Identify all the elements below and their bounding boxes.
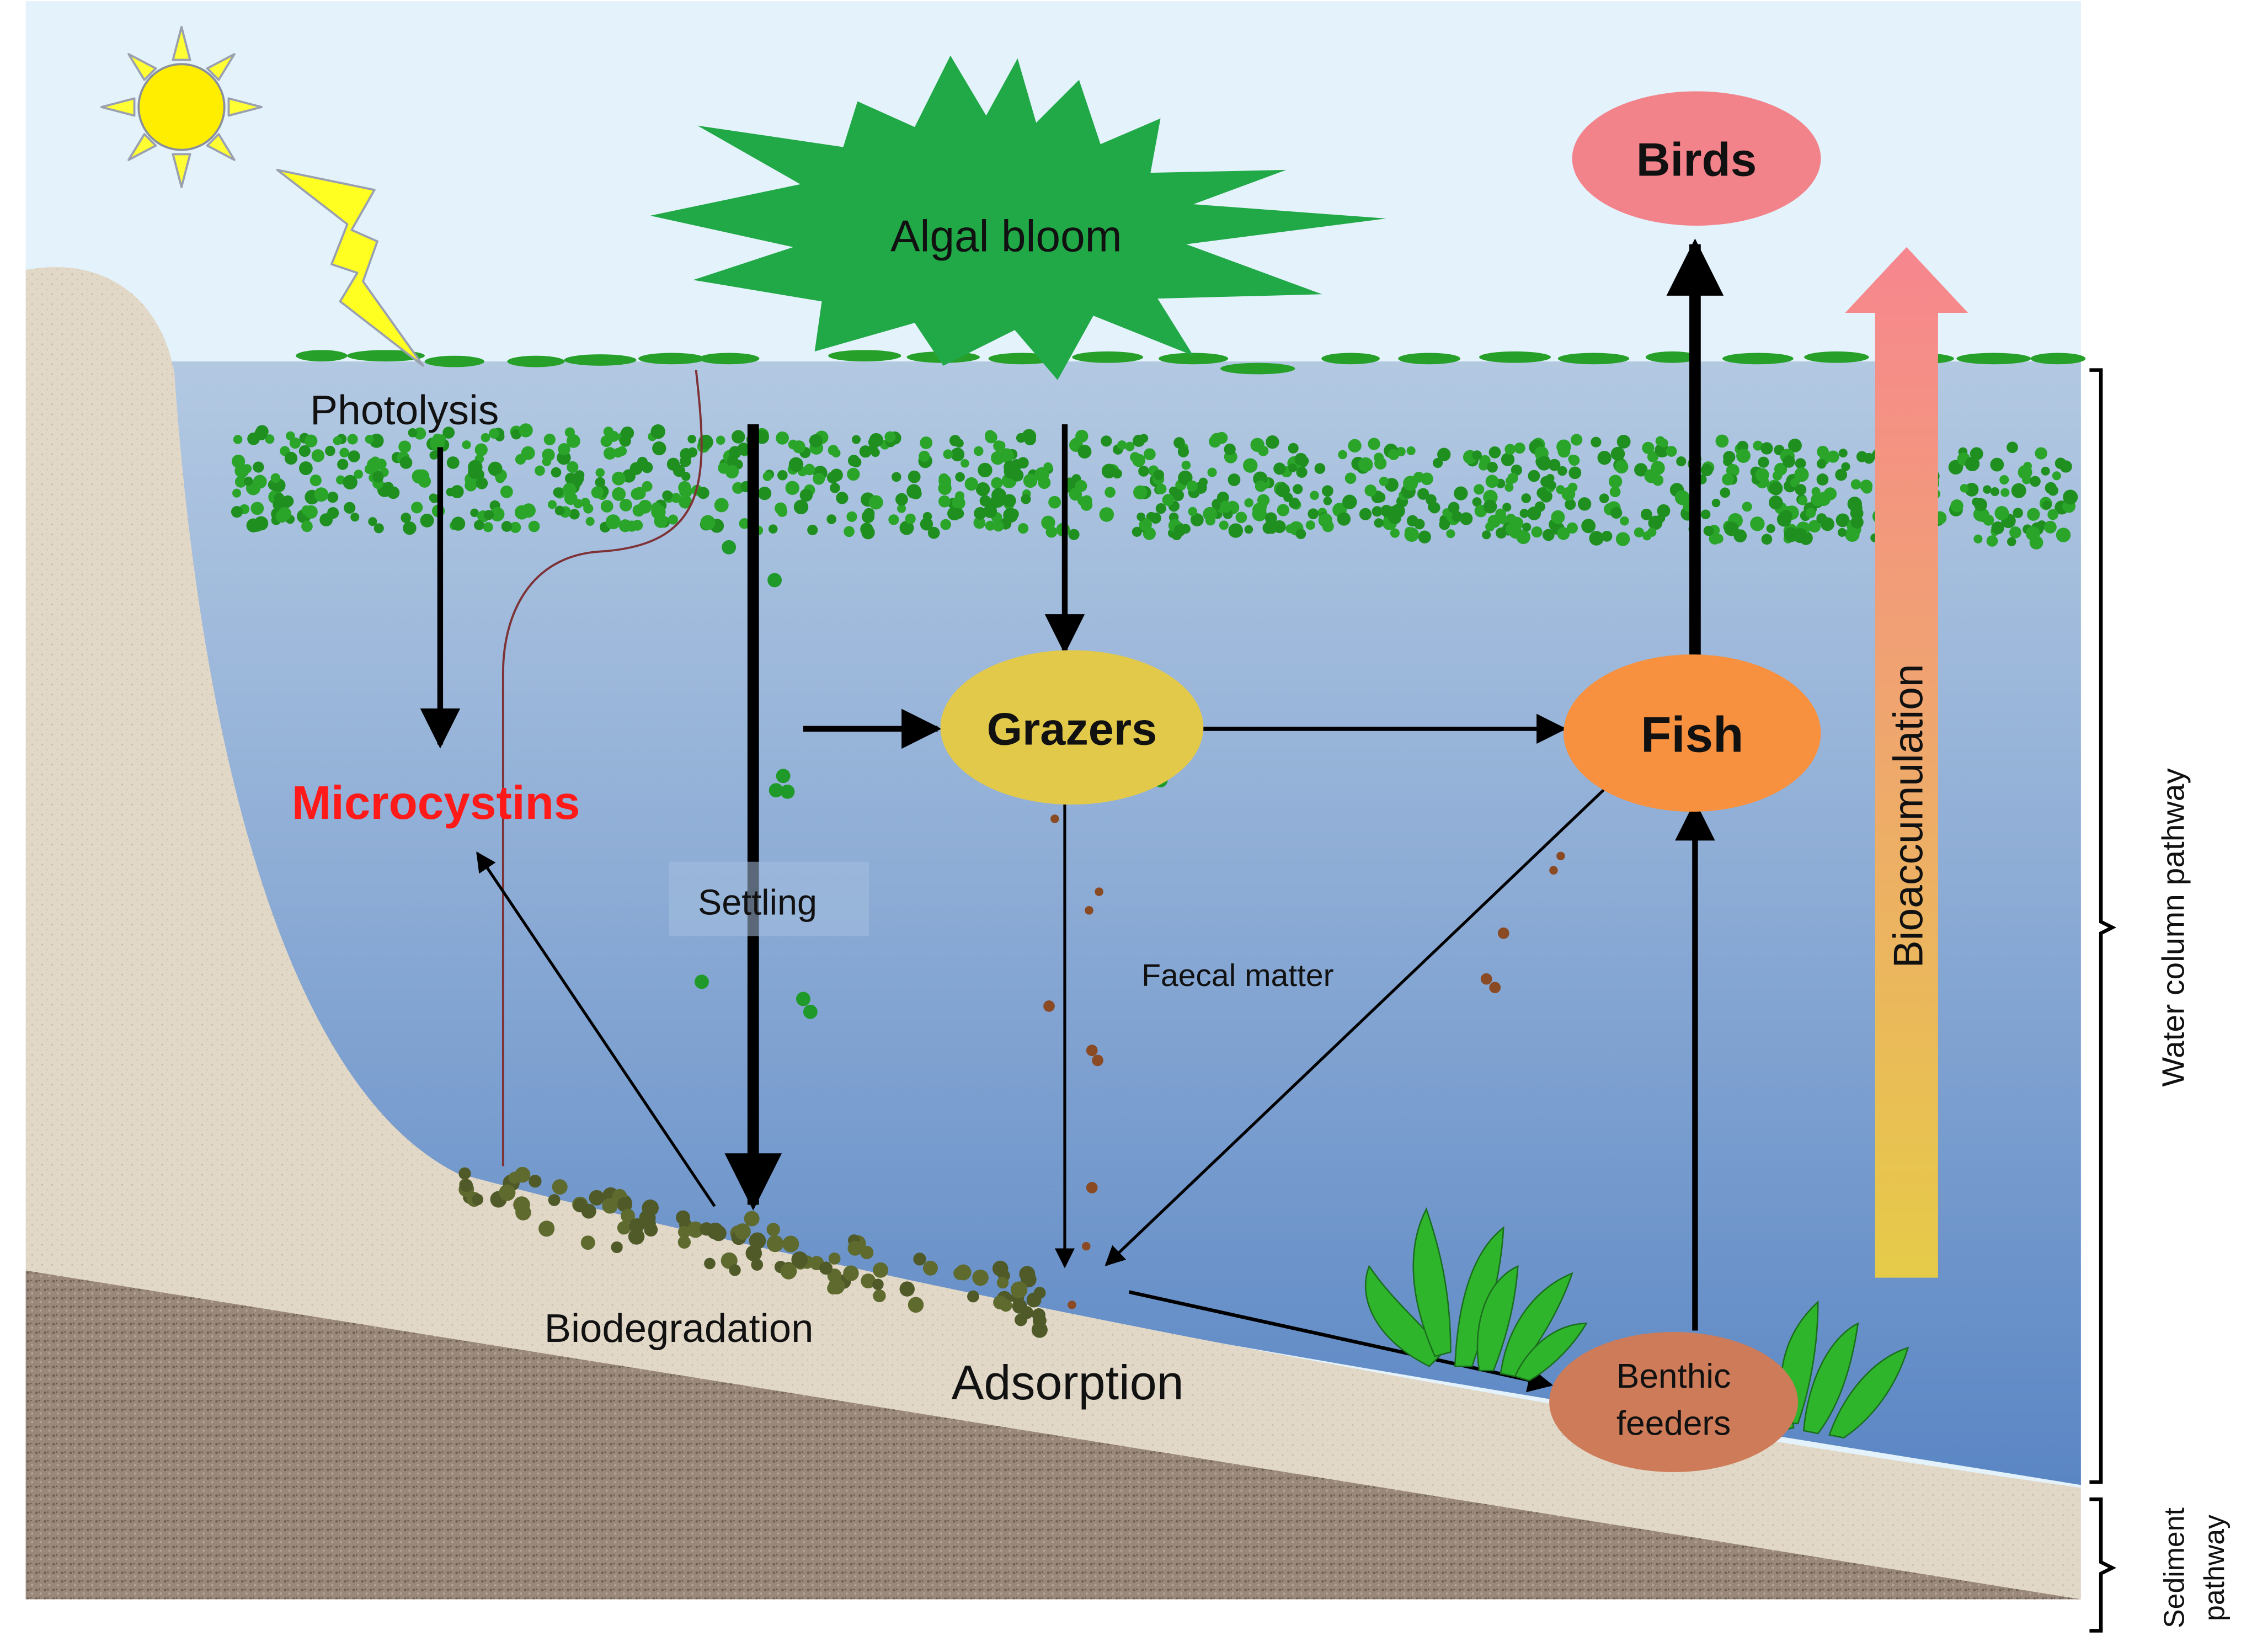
suspended-algae-cells	[231, 423, 2078, 550]
birds-label: Birds	[1636, 134, 1757, 186]
adsorption-label: Adsorption	[952, 1355, 1184, 1410]
benthic-feeders-node	[1549, 1332, 1798, 1472]
bioaccumulation-label: Bioaccumulation	[1885, 664, 1931, 968]
sediment-label-line1: Sediment	[2158, 1507, 2190, 1628]
sediment-bracket	[2089, 1497, 2117, 1633]
grazers-label: Grazers	[987, 703, 1157, 754]
biodegradation-label: Biodegradation	[545, 1306, 814, 1351]
faecal-pellets	[1043, 814, 1565, 1309]
lightning-icon	[276, 168, 424, 367]
benthic-label-line1: Benthic	[1616, 1357, 1731, 1395]
fish-label: Fish	[1641, 707, 1743, 763]
algal-bloom-label: Algal bloom	[890, 212, 1122, 262]
algal-bloom-burst	[650, 55, 1386, 380]
water-column-pathway-label: Water column pathway	[2155, 768, 2191, 1087]
arrow-fish-to-bed	[1105, 783, 1610, 1266]
bioaccumulation-arrow	[1845, 247, 1968, 1278]
water-column-bracket	[2089, 368, 2117, 1484]
sun-icon	[100, 25, 263, 188]
benthic-label-line2: feeders	[1616, 1405, 1731, 1443]
sedimented-algae	[458, 1166, 1048, 1338]
sediment-label-line2: pathway	[2198, 1515, 2230, 1621]
sediment-layer	[25, 1270, 2081, 1600]
grazers-node	[940, 650, 1204, 805]
faecal-matter-label: Faecal matter	[1141, 958, 1333, 993]
microcystins-label: Microcystins	[292, 777, 580, 829]
shore-bank	[25, 267, 2081, 1600]
fish-node	[1564, 654, 1821, 812]
arrow-biodegradation-to-microcystins	[476, 851, 716, 1207]
birds-node	[1572, 91, 1821, 226]
pore-water-curve	[501, 370, 703, 1166]
settling-label-bg	[669, 861, 869, 936]
settling-label: Settling	[698, 882, 817, 923]
photolysis-label: Photolysis	[310, 387, 499, 433]
